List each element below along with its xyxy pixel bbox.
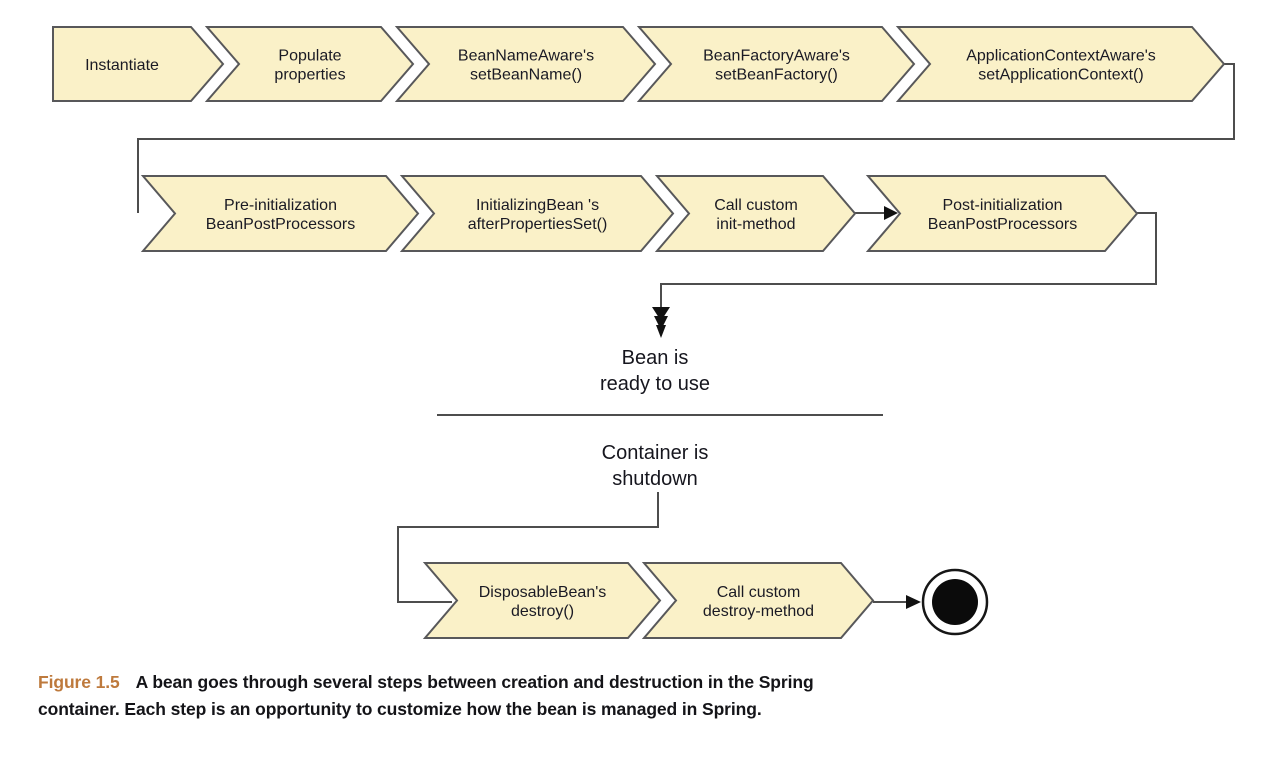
- arrowhead-ready-arrowhead-a: [652, 307, 670, 321]
- step-set-application-context: [895, 26, 1226, 102]
- step-set-bean-name: [394, 26, 657, 102]
- caption-line-1: Figure 1.5 A bean goes through several st…: [38, 669, 814, 696]
- figure-number-label: Figure 1.5: [38, 672, 120, 692]
- step-post-init-beanpostprocessors: [865, 175, 1139, 252]
- step-label-pre-init-beanpostprocessors: BeanPostProcessors: [206, 216, 355, 233]
- step-after-properties-set: [399, 175, 675, 252]
- bean-ready-label-line-1: Bean is: [622, 347, 689, 369]
- step-label-post-init-beanpostprocessors: Post-initialization: [942, 197, 1062, 214]
- step-disposablebean-destroy: [422, 562, 662, 639]
- step-label-set-bean-factory: setBeanFactory(): [715, 67, 838, 84]
- step-instantiate: [52, 26, 225, 102]
- connector-row1-to-row2: [137, 63, 1235, 213]
- step-label-post-init-beanpostprocessors: BeanPostProcessors: [928, 216, 1077, 233]
- step-pre-init-beanpostprocessors: [140, 175, 420, 252]
- arrowhead-ready-arrowhead-c: [656, 325, 666, 338]
- caption-line-2: container. Each step is an opportunity t…: [38, 699, 762, 719]
- step-label-set-application-context: setApplicationContext(): [978, 67, 1143, 84]
- step-populate-properties: [204, 26, 415, 102]
- step-label-set-bean-name: setBeanName(): [470, 67, 582, 84]
- step-label-set-application-context: ApplicationContextAware's: [966, 48, 1156, 65]
- bean-ready-label-line-2: ready to use: [600, 373, 710, 395]
- step-label-call-custom-destroy-method: destroy-method: [703, 603, 814, 620]
- step-set-bean-factory: [636, 26, 916, 102]
- step-label-call-custom-destroy-method: Call custom: [717, 584, 801, 601]
- step-call-custom-init-method: [654, 175, 857, 252]
- end-state-inner-circle: [932, 579, 978, 625]
- step-label-set-bean-name: BeanNameAware's: [458, 48, 594, 65]
- step-label-populate-properties: Populate: [278, 48, 341, 65]
- step-label-after-properties-set: InitializingBean 's: [476, 197, 599, 214]
- step-label-instantiate: Instantiate: [85, 57, 159, 74]
- figure-caption: Figure 1.5 A bean goes through several st…: [38, 669, 814, 723]
- step-call-custom-destroy-method: [641, 562, 875, 639]
- step-label-disposablebean-destroy: destroy(): [511, 603, 574, 620]
- step-label-after-properties-set: afterPropertiesSet(): [468, 216, 608, 233]
- step-label-call-custom-init-method: Call custom: [714, 197, 798, 214]
- arrowhead-end-state-arrowhead: [906, 595, 921, 609]
- container-shutdown-label-line-2: shutdown: [612, 468, 698, 490]
- step-label-pre-init-beanpostprocessors: Pre-initialization: [224, 197, 337, 214]
- caption-text-1: A bean goes through several steps betwee…: [135, 672, 814, 692]
- container-shutdown-label-line-1: Container is: [602, 442, 709, 464]
- step-label-call-custom-init-method: init-method: [716, 216, 795, 233]
- step-label-populate-properties: properties: [274, 67, 345, 84]
- step-label-set-bean-factory: BeanFactoryAware's: [703, 48, 850, 65]
- connector-shutdown-to-row3: [397, 492, 659, 603]
- connector-row2-to-ready: [660, 212, 1157, 307]
- arrowhead-ready-arrowhead-b: [654, 316, 668, 330]
- step-label-disposablebean-destroy: DisposableBean's: [479, 584, 607, 601]
- arrowhead-init-method-arrowhead: [884, 206, 898, 220]
